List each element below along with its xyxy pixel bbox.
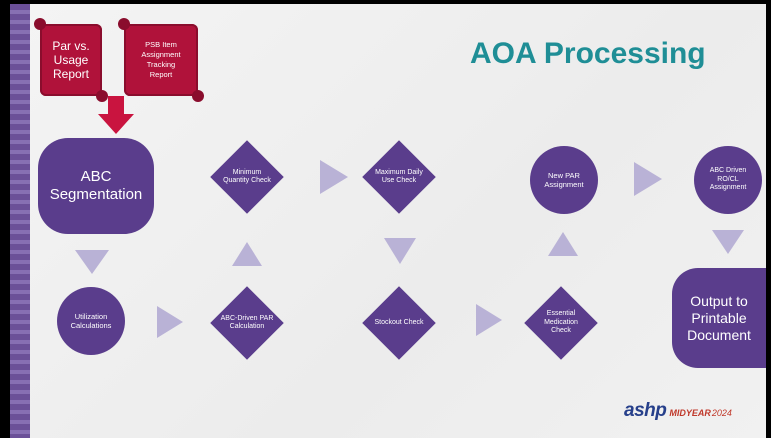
node-label: Printable: [691, 309, 747, 326]
output-to-printable-document-node: Output to Printable Document: [672, 268, 766, 368]
abc-driven-par-calculation-node: ABC-Driven PAR Calculation: [210, 286, 284, 360]
scroll-text-line: Par vs.: [52, 39, 90, 53]
diamond-label: Minimum Quantity Check: [210, 140, 284, 214]
right-arrow-2: [320, 160, 348, 194]
node-label: Output to: [690, 292, 748, 309]
new-par-assignment-node: New PAR Assignment: [530, 146, 598, 214]
stockout-check-node: Stockout Check: [362, 286, 436, 360]
node-label: Minimum: [232, 168, 262, 176]
scroll-text-line: Usage: [53, 53, 89, 67]
slide-title: AOA Processing: [470, 37, 706, 70]
node-label: Check: [403, 318, 424, 326]
left-decorative-strip: [10, 4, 30, 438]
input-down-arrow: [98, 96, 134, 134]
scroll-text-line: Report: [149, 70, 173, 79]
node-label: Calculation: [229, 323, 265, 330]
diamond-label: Essential Medication Check: [524, 286, 598, 360]
node-label: Check: [551, 327, 571, 335]
node-label: PAR: [259, 314, 274, 322]
scroll-curl: [96, 90, 108, 102]
node-label: Assignment: [544, 180, 584, 189]
right-arrow-4: [634, 162, 662, 196]
up-arrow-2: [548, 232, 578, 256]
down-arrow-3: [712, 230, 744, 254]
node-label: Calculations: [70, 321, 112, 330]
node-label: Stockout: [374, 318, 402, 326]
node-label: ABC-Driven: [220, 314, 258, 322]
logo-event: MIDYEAR: [669, 408, 711, 418]
maximum-daily-use-check-node: Maximum Daily Use Check: [362, 140, 436, 214]
node-label: Check: [251, 177, 271, 184]
scroll-text-line: Report: [52, 67, 90, 81]
logo-year: 2024: [711, 408, 732, 418]
node-label: Daily Use: [381, 168, 423, 185]
par-vs-usage-report-scroll: Par vs. Usage Report: [34, 18, 108, 102]
node-label: Utilization: [74, 312, 108, 321]
node-label: Medication: [544, 318, 578, 326]
logo-brand: ashp: [624, 400, 667, 421]
node-label: Assignment: [709, 184, 747, 192]
ashp-midyear-logo: ashp MIDYEAR 2024: [624, 400, 764, 428]
diamond-label: Maximum Daily Use Check: [362, 140, 436, 214]
right-arrow-3: [476, 304, 502, 336]
essential-medication-check-node: Essential Medication Check: [524, 286, 598, 360]
down-arrow-2: [384, 238, 416, 264]
scroll-curl: [34, 18, 46, 30]
node-label: ABC: [80, 168, 112, 185]
node-label: Segmentation: [49, 186, 143, 203]
node-label: Essential: [546, 310, 576, 318]
scroll-text-line: Tracking: [146, 60, 176, 69]
diamond-label: Stockout Check: [362, 286, 436, 360]
scroll-curl: [118, 18, 130, 30]
scroll-text-line: Assignment: [141, 50, 181, 59]
scroll-text-line: PSB Item: [145, 40, 177, 49]
node-label: Document: [687, 326, 751, 343]
node-label: Quantity: [223, 177, 250, 184]
utilization-calculations-node: Utilization Calculations: [57, 287, 125, 355]
node-label: Check: [396, 177, 417, 184]
node-label: New PAR: [548, 171, 580, 180]
psb-item-report-scroll: PSB Item Assignment Tracking Report: [118, 18, 204, 102]
abc-segmentation-node: ABC Segmentation: [38, 138, 154, 234]
down-arrow-1: [75, 250, 109, 274]
node-label: ABC Driven: [709, 167, 747, 175]
right-arrow-1: [157, 306, 183, 338]
abc-driven-rocl-assignment-node: ABC Driven RO/CL Assignment: [694, 146, 762, 214]
node-label: RO/CL: [717, 175, 739, 183]
scroll-curl: [192, 90, 204, 102]
node-label: Maximum: [375, 168, 406, 176]
up-arrow-1: [232, 242, 262, 266]
minimum-quantity-check-node: Minimum Quantity Check: [210, 140, 284, 214]
diamond-label: ABC-Driven PAR Calculation: [210, 286, 284, 360]
